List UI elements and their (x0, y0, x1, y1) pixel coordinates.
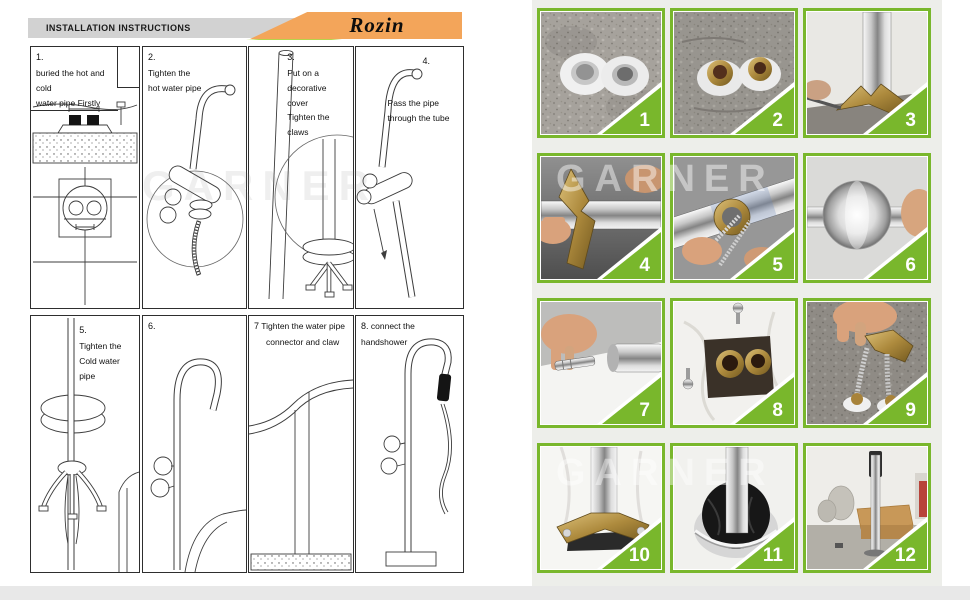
photo-step-3: 3 (803, 8, 931, 138)
photo-step-9: 9 (803, 298, 931, 428)
photo-step-6: 6 (803, 153, 931, 283)
brand-ribbon: Rozin (250, 12, 462, 39)
step-2-illustration (146, 84, 244, 276)
step-caption: 3. Put on a decorative cover Tighten the… (287, 52, 330, 138)
step-cell-6: 6. (142, 315, 247, 573)
page-title: INSTALLATION INSTRUCTIONS (46, 23, 191, 33)
photo-number: 1 (639, 110, 650, 131)
footer-strip (0, 586, 970, 600)
step-cell-2: 2. Tighten the hot water pipe (142, 46, 247, 309)
step-cell-7: 7 Tighten the water pipe connector and c… (248, 315, 354, 573)
photo-number: 11 (762, 545, 783, 566)
step-caption: 6. (148, 321, 156, 331)
step-3-illustration (268, 49, 353, 300)
photo-image: 9 (807, 302, 927, 424)
photo-image: 12 (807, 447, 927, 569)
photo-step-1: 1 (537, 8, 665, 138)
photo-number: 7 (639, 400, 650, 421)
photo-number: 4 (639, 255, 650, 276)
photo-step-12: 12 (803, 443, 931, 573)
cell-notch (117, 47, 139, 88)
step-caption: 4. Pass the pipe through the tube (387, 56, 450, 123)
step-7-illustration (249, 379, 353, 571)
brand-logo: Rozin (349, 13, 405, 37)
photo-number: 2 (772, 110, 783, 131)
photo-image: 5 (674, 157, 794, 279)
step-cell-3: 3. Put on a decorative cover Tighten the… (248, 46, 354, 309)
photo-image: 6 (807, 157, 927, 279)
photo-number: 5 (772, 255, 783, 276)
photo-number: 9 (905, 400, 916, 421)
step-cell-5: 5. Tighten the Cold water pipe (30, 315, 140, 573)
step-caption: 7 Tighten the water pipe connector and c… (254, 321, 346, 347)
step-caption: 2. Tighten the hot water pipe (148, 52, 202, 93)
step-caption: 5. Tighten the Cold water pipe (79, 325, 122, 381)
photo-grid: 1 2 (537, 8, 931, 573)
step-1-illustration (32, 101, 138, 305)
photo-image: 3 (807, 12, 927, 134)
photo-image: 11 (674, 447, 794, 569)
step-8-illustration (380, 338, 452, 567)
photo-number: 8 (772, 400, 783, 421)
photo-step-7: 7 (537, 298, 665, 428)
photo-step-4: 4 (537, 153, 665, 283)
step-5-illustration (38, 318, 139, 572)
step-cell-4: 4. Pass the pipe through the tube (355, 46, 464, 309)
step-cell-1: 1. buried the hot and cold water pipe Fi… (30, 46, 140, 309)
step-caption: 8. connect the handshower (361, 321, 415, 347)
photo-step-11: 11 (670, 443, 798, 573)
photo-number: 10 (628, 545, 650, 566)
photo-image: 8 (674, 302, 794, 424)
photo-number: 12 (894, 545, 916, 566)
photo-step-5: 5 (670, 153, 798, 283)
photo-image: 10 (541, 447, 661, 569)
photo-step-10: 10 (537, 443, 665, 573)
photo-step-8: 8 (670, 298, 798, 428)
step-4-illustration (356, 68, 423, 298)
step-number: 1. (36, 52, 44, 62)
photo-number: 3 (905, 110, 916, 131)
photo-number: 6 (905, 255, 916, 276)
header-bar: INSTALLATION INSTRUCTIONS (28, 18, 322, 38)
step-cell-8: 8. connect the handshower (355, 315, 464, 573)
step-6-illustration (150, 358, 246, 572)
photo-image: 2 (674, 12, 794, 134)
step-caption: 1. buried the hot and cold water pipe Fi… (31, 47, 118, 112)
photo-step-2: 2 (670, 8, 798, 138)
photo-image: 1 (541, 12, 661, 134)
photo-image: 7 (541, 302, 661, 424)
photo-image: 4 (541, 157, 661, 279)
